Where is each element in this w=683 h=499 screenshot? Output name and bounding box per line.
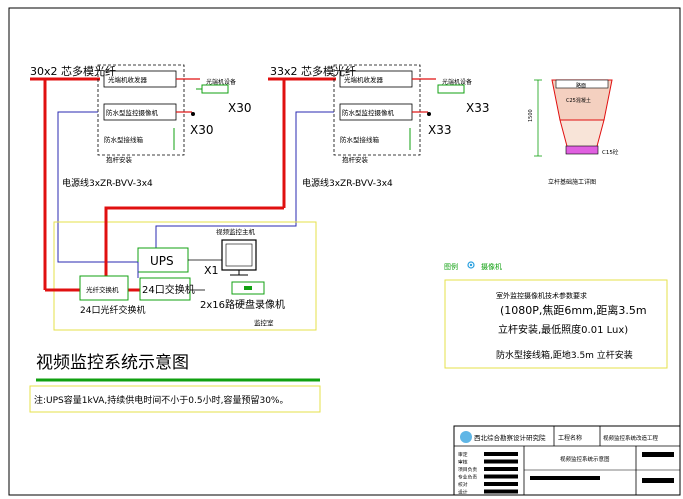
- dvr-keys: [244, 286, 252, 290]
- title-block-row-signature: [484, 482, 518, 486]
- count-left-top: X30: [228, 101, 252, 115]
- drawing-frame: [8, 7, 681, 496]
- title-block-row-label: 项目负责: [458, 466, 477, 473]
- tb-fill-2: [642, 452, 674, 457]
- switch-icon-right: [427, 112, 431, 116]
- legend-line2: (1080P,焦距6mm,距离3.5m: [500, 303, 647, 317]
- camera-group-left: 30x2 芯多模光纤 光端机收发器 防水型监控摄像机 防水型接线箱 抱杆安装 光…: [30, 64, 252, 290]
- legend-line3: 立杆安装,最低照度0.01 Lux): [498, 323, 628, 336]
- project-name: 视频监控系统改造工程: [603, 434, 659, 442]
- fiber-trunk-right: [104, 206, 284, 276]
- optical-switch-box: [79, 275, 129, 301]
- foundation-detail: 路面 C25混凝土 C15砼 1500 立杆基础施工详图: [528, 79, 619, 186]
- signal-line-right: [155, 111, 334, 248]
- optical-switch-label: 光纤交换机: [86, 285, 119, 294]
- tb-fill-3: [642, 478, 674, 483]
- camera-label-right: 防水型监控摄像机: [342, 108, 395, 117]
- note-text: 注:UPS容量1kVA,持续供电时间不小于0.5小时,容量预留30%。: [34, 394, 288, 406]
- title-block-row-label: 设计: [458, 489, 468, 496]
- camera-symbol-left: [201, 84, 229, 94]
- pole-label-left: 抱杆安装: [106, 155, 133, 164]
- title-block-row-signature: [484, 459, 518, 464]
- legend-item: 摄像机: [481, 262, 502, 271]
- junction-label-left: 防水型接线箱: [104, 135, 144, 144]
- monitor-icon: [221, 239, 257, 271]
- diagram-title: 视频监控系统示意图: [36, 353, 189, 373]
- tb-fill-1: [530, 476, 600, 480]
- cable-label-right: 电源线3xZR-BVV-3x4: [302, 177, 393, 189]
- cable-label-left: 电源线3xZR-BVV-3x4: [62, 177, 153, 189]
- monitor-count: X1: [204, 264, 219, 277]
- foundation-bottom-label: C15砼: [602, 148, 619, 156]
- company-logo-icon: [460, 431, 472, 443]
- fiber-label-right: 33x2 芯多模光纤: [270, 64, 356, 78]
- count-right-bottom: X33: [428, 123, 452, 137]
- dvr-label: 2x16路硬盘录像机: [200, 298, 285, 311]
- outdoor-enclosure-right: [333, 64, 421, 156]
- transceiver-label-right: 光端机收发器: [344, 75, 384, 84]
- camera-symbol-label-left: 光端机设备: [206, 78, 236, 86]
- camera-symbol-label-right: 光端机设备: [442, 78, 472, 86]
- foundation-base: [565, 145, 599, 155]
- foundation-caption: 立杆基础施工详图: [548, 178, 596, 186]
- outdoor-enclosure-left: [97, 64, 185, 156]
- camera-legend-icon: [467, 261, 475, 269]
- camera-group-right: 33x2 芯多模光纤 光端机收发器 防水型监控摄像机 防水型接线箱 抱杆安装 光…: [155, 64, 490, 248]
- camera-label-left: 防水型监控摄像机: [106, 108, 159, 117]
- optical-switch-count: 24口光纤交换机: [80, 304, 145, 316]
- company-name: 西北综合勘察设计研究院: [474, 433, 546, 442]
- camera-symbol-right: [437, 84, 465, 94]
- title-block-row-label: 审核: [458, 459, 468, 466]
- room-label: 监控室: [254, 318, 274, 327]
- camera-legend-dot: [469, 263, 473, 267]
- control-room-outline: [53, 221, 317, 331]
- switch-box: [139, 277, 191, 301]
- foundation-side-label: 1500: [528, 109, 534, 122]
- legend-spec-box: [444, 279, 668, 369]
- stage-label: 工程名称: [558, 434, 582, 442]
- legend-line1: 室外监控摄像机技术参数要求: [496, 291, 587, 300]
- title-block: 西北综合勘察设计研究院 工程名称 视频监控系统改造工程 视频监控系统示意图 审定…: [453, 425, 681, 496]
- monitor-label: 视频监控主机: [216, 227, 256, 236]
- dvr-icon: [231, 281, 265, 295]
- foundation-layer-label: C25混凝土: [566, 97, 591, 104]
- note-box: [29, 385, 321, 413]
- legend-line4: 防水型接线箱,距地3.5m 立杆安装: [496, 349, 633, 361]
- signal-line-left: [57, 111, 138, 263]
- drawing-name: 视频监控系统示意图: [560, 455, 610, 463]
- transceiver-label-left: 光端机收发器: [108, 75, 148, 84]
- monitor-screen: [225, 243, 253, 267]
- title-block-row-signature: [484, 467, 518, 471]
- fiber-label-left: 30x2 芯多模光纤: [30, 64, 116, 78]
- count-right-top: X33: [466, 101, 490, 115]
- switch-icon-left: [191, 112, 195, 116]
- title-block-row-signature: [484, 452, 518, 456]
- foundation-cap: [555, 79, 609, 89]
- count-left-bottom: X30: [190, 123, 214, 137]
- legend: 图例 摄像机 室外监控摄像机技术参数要求 (1080P,焦距6mm,距离3.5m…: [444, 261, 668, 369]
- foundation-lower: [559, 119, 605, 151]
- title-block-row-signature: [484, 489, 518, 494]
- title-block-row-label: 审定: [458, 451, 468, 458]
- title-block-row-signature: [484, 474, 518, 479]
- title-block-row-label: 专业负责: [458, 474, 477, 481]
- foundation-top-label: 路面: [576, 82, 586, 89]
- ups-label: UPS: [150, 254, 174, 268]
- switch-label: 24口交换机: [142, 283, 195, 296]
- control-room: UPS 光纤交换机 24口光纤交换机 24口交换机 视频监控主机 X1 2x16…: [45, 206, 317, 331]
- junction-label-right: 防水型接线箱: [340, 135, 380, 144]
- title-block-row-label: 校对: [458, 481, 468, 488]
- legend-title: 图例: [444, 262, 458, 271]
- pole-label-right: 抱杆安装: [342, 155, 369, 164]
- title-block-frame: [453, 425, 681, 496]
